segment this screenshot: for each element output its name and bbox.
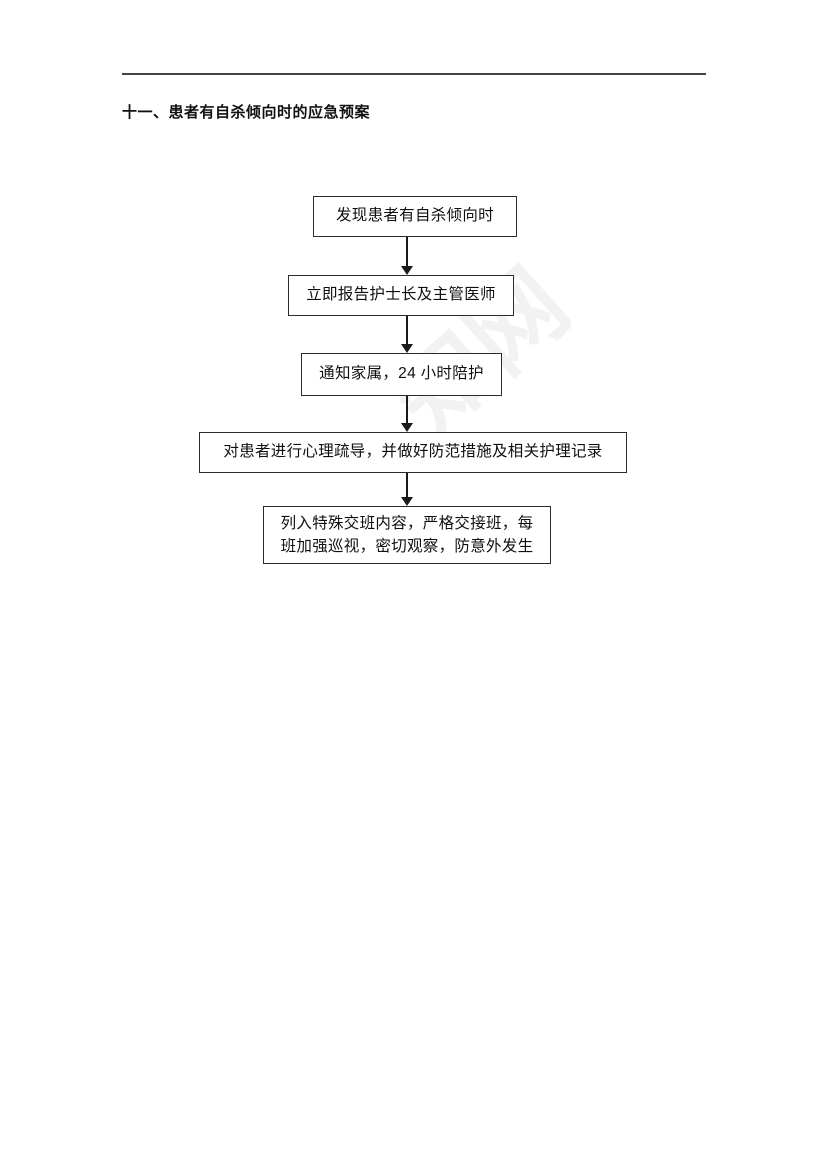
flow-node-notify-family-24h-care: 通知家属，24 小时陪护 <box>301 353 502 396</box>
flow-connector-1 <box>400 237 414 276</box>
flow-node-label-line1: 列入特殊交班内容，严格交接班，每 <box>280 514 534 532</box>
page-title: 十一、患者有自杀倾向时的应急预案 <box>122 104 371 121</box>
connector-line <box>406 316 408 345</box>
flow-node-discover-suicidal-tendency: 发现患者有自杀倾向时 <box>313 196 517 237</box>
flow-connector-3 <box>400 396 414 433</box>
flow-node-label: 通知家属，24 小时陪护 <box>319 365 484 383</box>
connector-line <box>406 473 408 498</box>
flow-node-report-head-nurse-doctor: 立即报告护士长及主管医师 <box>288 275 514 316</box>
flow-node-label: 立即报告护士长及主管医师 <box>306 286 496 304</box>
down-arrow-icon <box>401 423 413 432</box>
flow-node-label: 发现患者有自杀倾向时 <box>335 207 494 225</box>
down-arrow-icon <box>401 497 413 506</box>
flow-node-special-handover-observation: 列入特殊交班内容，严格交接班，每 班加强巡视，密切观察，防意外发生 <box>263 506 551 564</box>
down-arrow-icon <box>401 266 413 275</box>
down-arrow-icon <box>401 344 413 353</box>
header-rule <box>122 73 706 75</box>
connector-line <box>406 396 408 424</box>
flow-node-label-line2: 班加强巡视，密切观察，防意外发生 <box>280 538 534 555</box>
flow-connector-2 <box>400 316 414 354</box>
flow-connector-4 <box>400 473 414 507</box>
flow-node-label: 对患者进行心理疏导，并做好防范措施及相关护理记录 <box>223 443 603 461</box>
flow-node-psychological-counseling-records: 对患者进行心理疏导，并做好防范措施及相关护理记录 <box>199 432 627 473</box>
connector-line <box>406 237 408 267</box>
